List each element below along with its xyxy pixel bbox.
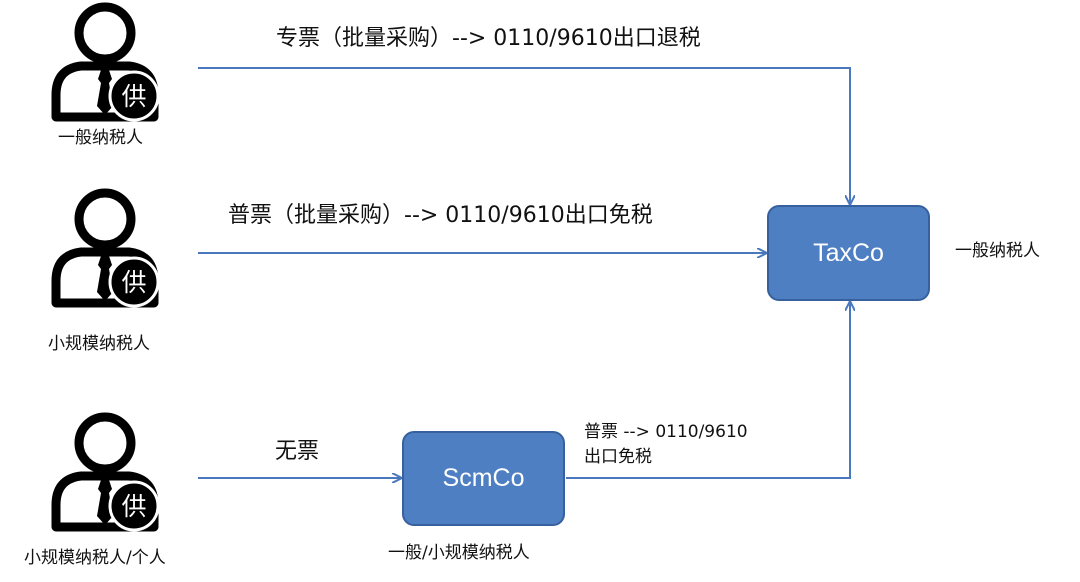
flow-label-top: 专票（批量采购）--> 0110/9610出口退税 xyxy=(276,26,701,51)
supplier-1-person-icon: 供 xyxy=(56,7,158,120)
supplier-2-role: 小规模纳税人 xyxy=(48,334,150,354)
supplier-3-role: 小规模纳税人/个人 xyxy=(24,548,166,568)
flow-arrow-top xyxy=(198,67,850,204)
taxco-node: TaxCo xyxy=(767,205,930,301)
scmco-node: ScmCo xyxy=(402,431,565,526)
flow-label-middle: 普票（批量采购）--> 0110/9610出口免税 xyxy=(228,203,653,228)
supplier-1-badge: 供 xyxy=(121,82,146,111)
flow-label-bottom-right-line2: 出口免税 xyxy=(584,447,652,467)
flow-label-bottom-right-line1: 普票 --> 0110/9610 xyxy=(584,422,748,442)
flow-label-bottom-left: 无票 xyxy=(275,439,320,464)
supplier-3-person-icon: 供 xyxy=(56,417,158,530)
scmco-role: 一般/小规模纳税人 xyxy=(388,543,530,563)
supplier-1-role: 一般纳税人 xyxy=(58,128,143,148)
taxco-role: 一般纳税人 xyxy=(955,241,1040,261)
supplier-3-badge: 供 xyxy=(121,492,146,521)
supplier-2-badge: 供 xyxy=(121,268,146,297)
flow-arrow-bottom-right xyxy=(566,302,850,479)
supplier-2-person-icon: 供 xyxy=(56,193,158,306)
